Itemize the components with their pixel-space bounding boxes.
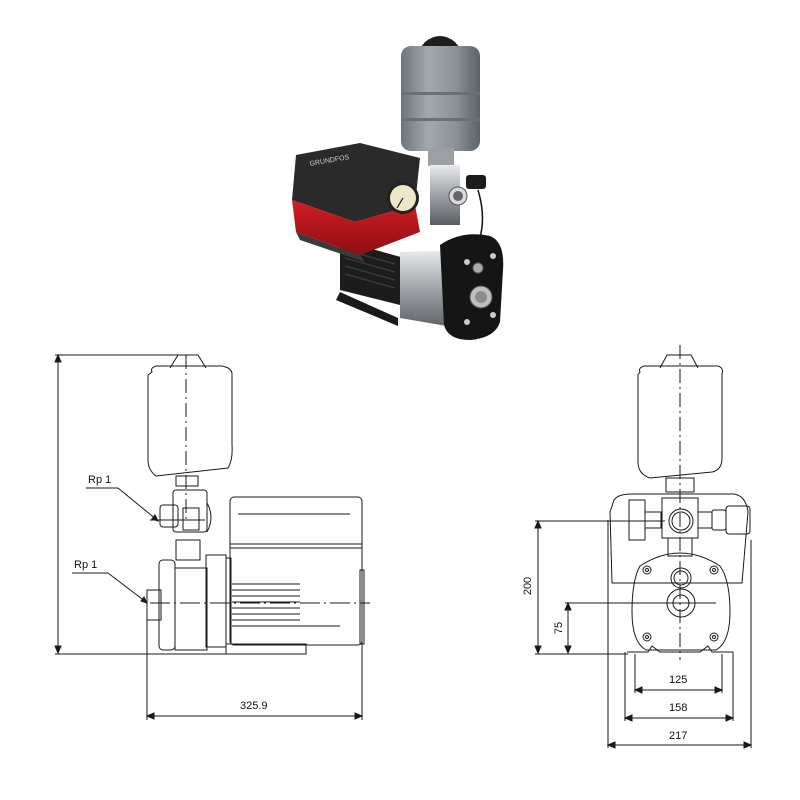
front-pump-end-cover	[631, 552, 731, 651]
rp1-upper-label: Rp 1	[88, 474, 112, 486]
pressure-gauge	[387, 182, 419, 214]
pressure-tank	[401, 36, 480, 166]
rp1-lower-leader	[72, 572, 148, 604]
inlet-height-value: 75	[553, 621, 566, 635]
overall-width-value: 217	[669, 730, 688, 742]
side-manifold	[150, 489, 212, 561]
side-tank	[147, 354, 233, 520]
foot-width-value: 158	[669, 702, 688, 714]
front-controller-housing	[609, 493, 749, 584]
pump-foot	[336, 292, 398, 326]
overall-length-value: 325.9	[240, 700, 268, 712]
outlet-height-value: 200	[522, 576, 535, 596]
inlet-height-dimension	[564, 601, 716, 655]
foot-hole-spacing-value: 125	[669, 674, 688, 686]
side-pump-body	[146, 554, 370, 651]
overall-length-dimension	[145, 620, 364, 720]
front-manifold	[628, 497, 751, 557]
front-feet	[627, 645, 733, 653]
manifold	[430, 165, 486, 259]
foot-width-dimension	[623, 652, 735, 722]
front-tank	[637, 345, 723, 660]
rp1-upper-leader	[86, 487, 159, 522]
rp1-lower-label: Rp 1	[74, 559, 98, 571]
side-motor	[225, 496, 365, 655]
outlet-height-dimension	[534, 519, 665, 655]
overall-width-dimension	[606, 520, 753, 749]
foot-hole-spacing-dimension	[633, 654, 724, 694]
pump-end-cover	[440, 234, 504, 340]
